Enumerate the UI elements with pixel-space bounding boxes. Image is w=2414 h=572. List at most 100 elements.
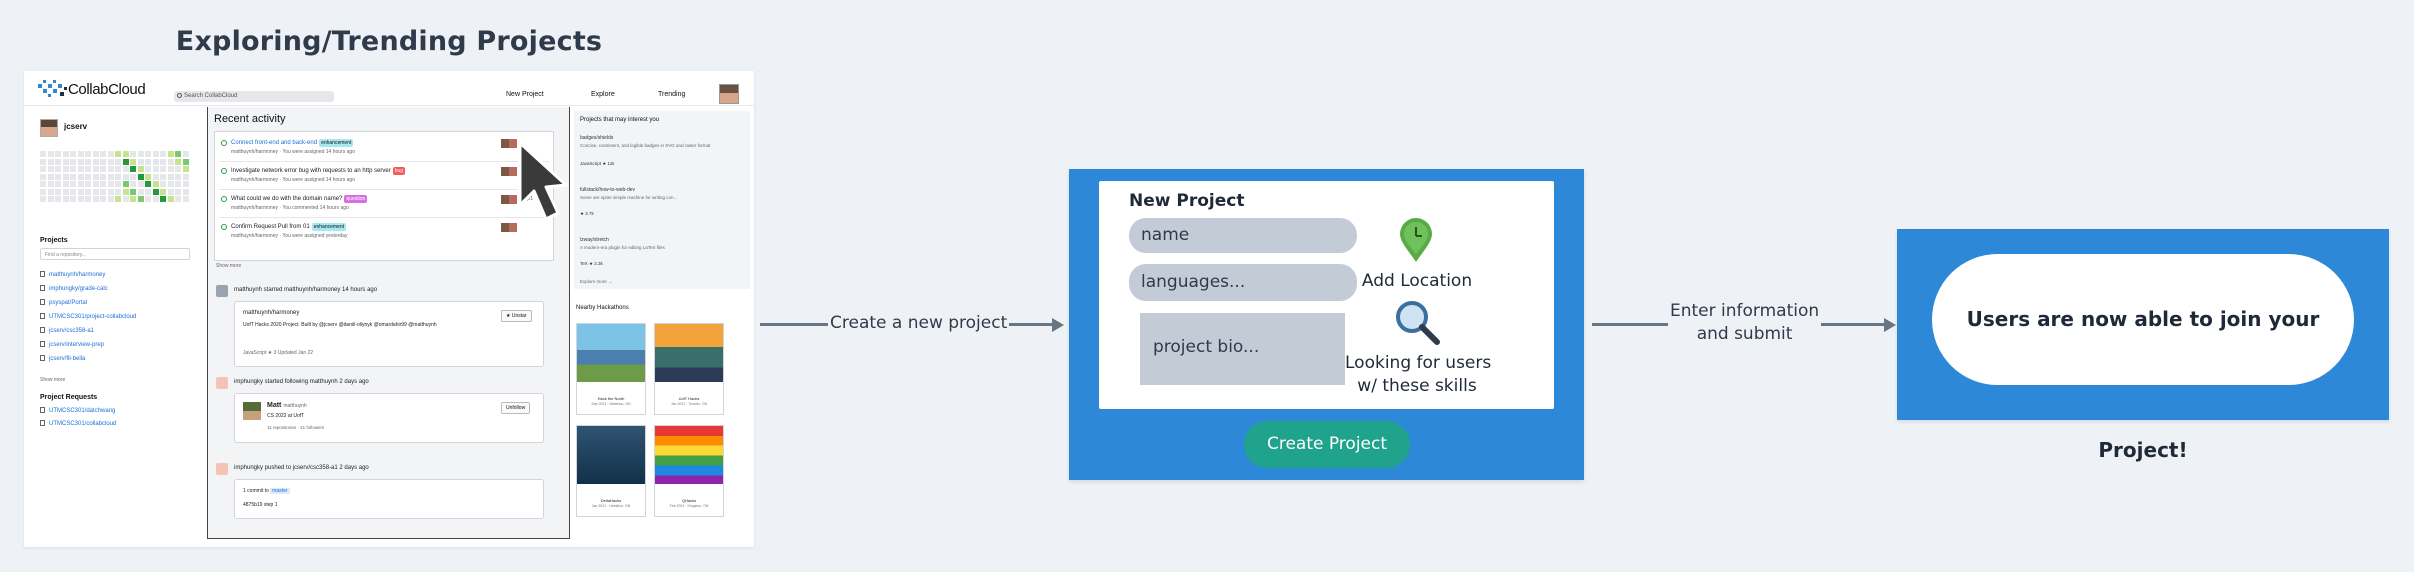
step-2-label: Enter information and submit (1668, 300, 1822, 346)
contribution-cell (92, 188, 99, 195)
contribution-cell (115, 151, 121, 157)
contribution-cell (152, 158, 159, 165)
contribution-cell (137, 151, 144, 157)
contribution-cell (182, 151, 189, 157)
contribution-cell (77, 151, 84, 157)
show-more-link[interactable]: Show more (40, 377, 66, 383)
contribution-cell (145, 196, 151, 202)
find-repository-input[interactable]: Find a repository... (40, 248, 190, 260)
show-more-link[interactable]: Show more (216, 263, 242, 269)
repo-link[interactable]: jcserv/interview-prep (40, 341, 104, 348)
repo-link[interactable]: jcserv/csc358-a1 (40, 327, 94, 334)
contribution-cell (100, 181, 106, 187)
request-link[interactable]: UTMCSC301/collabcloud (40, 420, 116, 427)
contribution-cell (145, 173, 151, 180)
contribution-cell (152, 151, 159, 157)
repo-link[interactable]: imphungky/grade-calc (40, 285, 108, 292)
issue-icon (221, 168, 227, 174)
unstar-button[interactable]: ★ Unstar (501, 310, 532, 322)
collabcloud-logo-icon (38, 80, 67, 97)
issue-icon (221, 140, 227, 146)
contribution-cell (130, 166, 136, 172)
interest-repo-name[interactable]: fullstack/how-to-web-dev (580, 187, 636, 193)
contribution-cell (70, 158, 76, 165)
page-heading: Exploring/Trending Projects (175, 26, 603, 57)
contribution-cell (40, 188, 46, 195)
unfollow-button[interactable]: Unfollow (501, 402, 531, 414)
nav-explore[interactable]: Explore (591, 91, 615, 98)
contribution-cell (92, 166, 99, 172)
contribution-cell (107, 181, 114, 187)
contribution-cell (182, 166, 189, 172)
avatar[interactable] (719, 84, 739, 104)
search-bar[interactable]: Search CollabCloud (174, 91, 334, 102)
name-input[interactable]: name (1129, 218, 1357, 253)
avatar (501, 223, 517, 232)
avatar (216, 463, 228, 475)
languages-input[interactable]: languages... (1129, 264, 1357, 301)
list-item[interactable]: Investigate network error bug with reque… (219, 164, 549, 190)
contribution-cell (70, 166, 76, 172)
contribution-cell (130, 173, 136, 180)
card-description: CS 2022 at UofT (267, 413, 305, 419)
collabcloud-screenshot: CollabCloud Search CollabCloud New Proje… (24, 71, 754, 547)
contribution-cell (167, 158, 174, 165)
contribution-cell (145, 188, 151, 195)
contribution-cell (115, 188, 121, 195)
contribution-cell (55, 151, 61, 157)
contribution-cell (107, 173, 114, 180)
contribution-cell (70, 151, 76, 157)
interest-repo-name[interactable]: badges/shields (580, 135, 614, 141)
contribution-cell (100, 196, 106, 202)
nav-new-project[interactable]: New Project (506, 91, 544, 98)
avatar (501, 195, 517, 204)
project-bio-input[interactable]: project bio... (1140, 313, 1345, 385)
contribution-cell (160, 166, 166, 172)
repo-link[interactable]: matthuynh/harmoney (40, 271, 105, 278)
nav-trending[interactable]: Trending (658, 91, 686, 98)
arrow-head-icon (1052, 318, 1064, 332)
contribution-cell (107, 188, 114, 195)
contribution-cell (40, 196, 46, 202)
contribution-cell (62, 173, 69, 180)
contribution-cell (167, 151, 174, 157)
contribution-cell (77, 166, 84, 172)
contribution-cell (115, 196, 121, 202)
location-pin-icon[interactable] (1396, 216, 1436, 264)
left-sidebar: jcserv Projects Find a repository... mat… (24, 107, 207, 547)
contribution-cell (115, 181, 121, 187)
repo-icon (40, 407, 45, 413)
interest-repo-name[interactable]: lzway/stretch (580, 237, 609, 243)
interest-heading: Projects that may interest you (580, 117, 660, 123)
create-project-button[interactable]: Create Project (1244, 421, 1410, 468)
contribution-cell (100, 158, 106, 165)
repo-link[interactable]: UTMCSC301/project-collabcloud (40, 313, 136, 320)
app-name: CollabCloud (68, 81, 146, 98)
commit-link[interactable]: 4875b19 step 1 (243, 502, 278, 508)
repo-link[interactable]: psyspat/Portal (40, 299, 87, 306)
contribution-cell (62, 181, 69, 187)
contribution-cell (55, 196, 61, 202)
user-card: Matt matthuynh CS 2022 at UofT 11 reposi… (234, 393, 544, 443)
list-item[interactable]: What could we do with the domain name?qu… (219, 192, 549, 218)
contribution-cell (160, 173, 166, 180)
repo-icon (40, 341, 45, 347)
contribution-cell (55, 188, 61, 195)
repo-icon (40, 420, 45, 426)
card-title[interactable]: matthuynh/harmoney (243, 310, 300, 316)
search-icon[interactable] (1393, 298, 1441, 346)
request-link[interactable]: UTMCSC301/datchwang (40, 407, 115, 414)
repo-link[interactable]: jcserv/fil-bella (40, 355, 85, 362)
contribution-cell (160, 181, 166, 187)
contribution-cell (100, 166, 106, 172)
explore-more-link[interactable]: Explore more → (580, 279, 613, 284)
contribution-cell (47, 181, 54, 187)
add-location-label: Add Location (1361, 271, 1473, 291)
contribution-cell (92, 151, 99, 157)
